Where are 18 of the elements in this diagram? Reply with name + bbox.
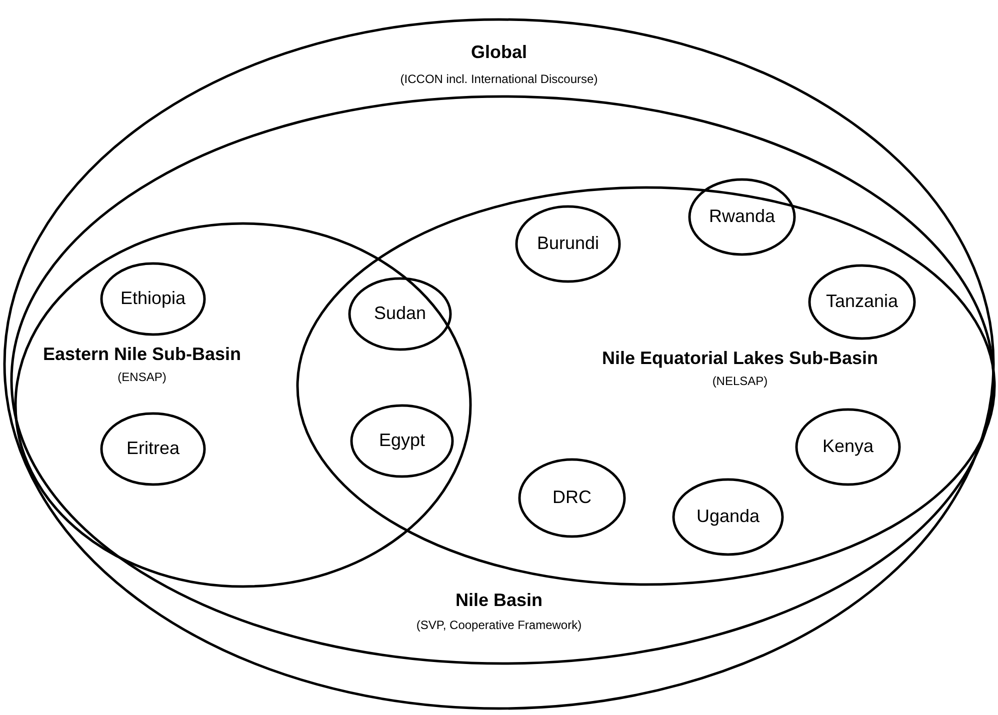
region-title: Global bbox=[470, 42, 528, 63]
country-label: Ethiopia bbox=[119, 288, 187, 309]
region-subtitle: (SVP, Cooperative Framework) bbox=[415, 618, 583, 632]
country-label: Burundi bbox=[536, 233, 600, 254]
region-title: Nile Equatorial Lakes Sub-Basin bbox=[600, 348, 880, 369]
country-label: Egypt bbox=[378, 430, 426, 451]
country-label: Kenya bbox=[821, 436, 875, 457]
country-label: Tanzania bbox=[824, 291, 900, 312]
region-title: Nile Basin bbox=[454, 590, 544, 611]
country-label: Sudan bbox=[372, 303, 428, 324]
region-subtitle: (ICCON incl. International Discourse) bbox=[399, 72, 599, 86]
country-label: DRC bbox=[552, 487, 592, 508]
region-subtitle: (NELSAP) bbox=[711, 374, 769, 388]
country-label: Uganda bbox=[695, 506, 761, 527]
region-title: Eastern Nile Sub-Basin bbox=[42, 344, 242, 365]
country-label: Eritrea bbox=[125, 438, 180, 459]
region-subtitle: (ENSAP) bbox=[116, 370, 168, 384]
country-label: Rwanda bbox=[708, 206, 776, 227]
